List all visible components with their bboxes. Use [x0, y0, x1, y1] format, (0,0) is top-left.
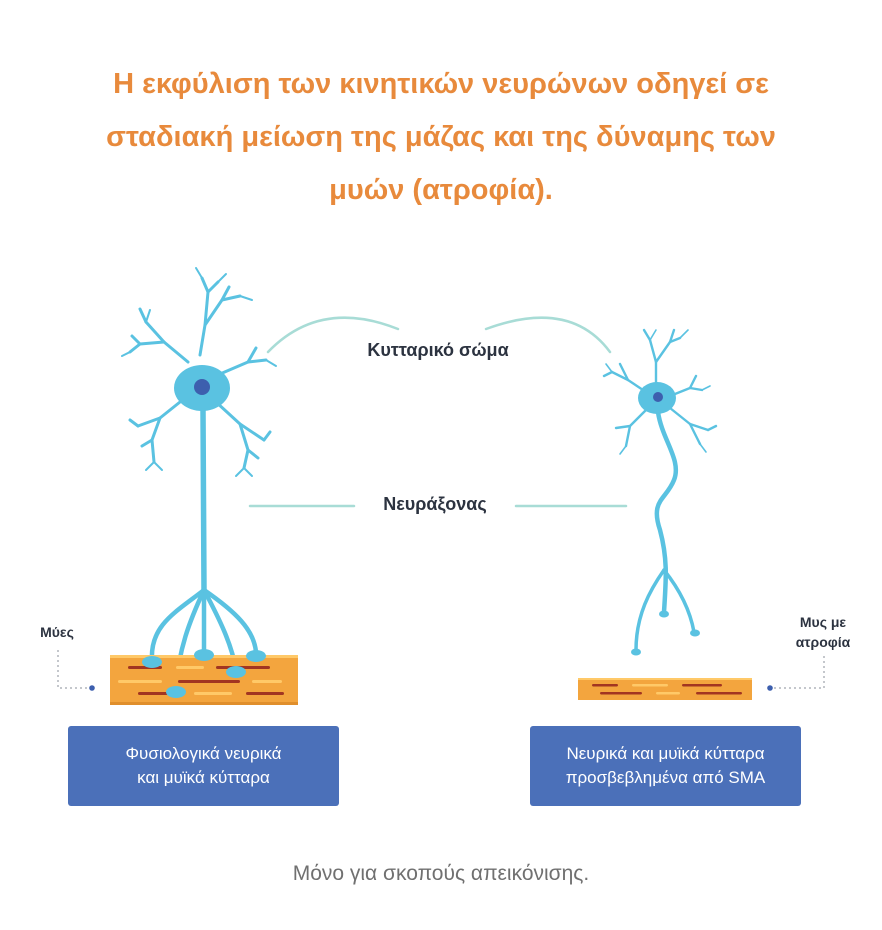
sma-nucleus	[653, 392, 663, 402]
healthy-neuron	[121, 267, 277, 693]
cell-body-connector-left	[266, 316, 400, 354]
healthy-muscle	[110, 655, 298, 705]
title-line-1: Η εκφύλιση των κινητικών νευρώνων οδηγεί…	[113, 68, 769, 100]
muscle-leader-right	[770, 656, 825, 689]
atrophied-muscle-label-line-2: ατροφία	[795, 634, 851, 650]
illustration-disclaimer: Μόνο για σκοπούς απεικόνισης.	[292, 862, 590, 885]
cell-body-label: Κυτταρικό σώμα	[367, 340, 509, 360]
title-line-2: σταδιακή μείωση της μάζας και της δύναμη…	[106, 121, 776, 153]
sma-caption-line-1: Νευρικά και μυϊκά κύτταρα	[566, 744, 765, 763]
cell-body-connector-right	[484, 316, 612, 354]
atrophied-muscle-label: Μυς με ατροφία	[778, 612, 868, 652]
muscle-leader-left	[57, 650, 92, 689]
cell-body-connectors	[266, 316, 612, 354]
normal-cells-caption: Φυσιολογικά νευρικά και μυϊκά κύτταρα	[68, 726, 339, 806]
title-line-3: μυών (ατροφία).	[329, 174, 553, 206]
healthy-synaptic-terminals	[142, 649, 266, 698]
muscle-leaders	[57, 650, 825, 689]
page-title: Η εκφύλιση των κινητικών νευρώνων οδηγεί…	[41, 58, 841, 217]
sma-neuron	[602, 328, 718, 652]
muscle-leader-dot-right	[767, 685, 773, 691]
muscle-leader-dot-left	[89, 685, 95, 691]
normal-caption-line-1: Φυσιολογικά νευρικά	[125, 744, 282, 763]
atrophied-muscle	[578, 678, 752, 700]
sma-cells-caption: Νευρικά και μυϊκά κύτταρα προσβεβλημένα …	[530, 726, 801, 806]
sma-synaptic-terminals	[631, 610, 700, 656]
atrophied-muscle-label-line-1: Μυς με	[799, 614, 847, 630]
muscle-label: Μύες	[40, 624, 74, 640]
normal-caption-line-2: και μυϊκά κύτταρα	[137, 768, 270, 787]
axon-label: Νευράξονας	[383, 494, 487, 514]
healthy-nucleus	[194, 379, 210, 395]
sma-caption-line-2: προσβεβλημένα από SMA	[565, 768, 766, 787]
